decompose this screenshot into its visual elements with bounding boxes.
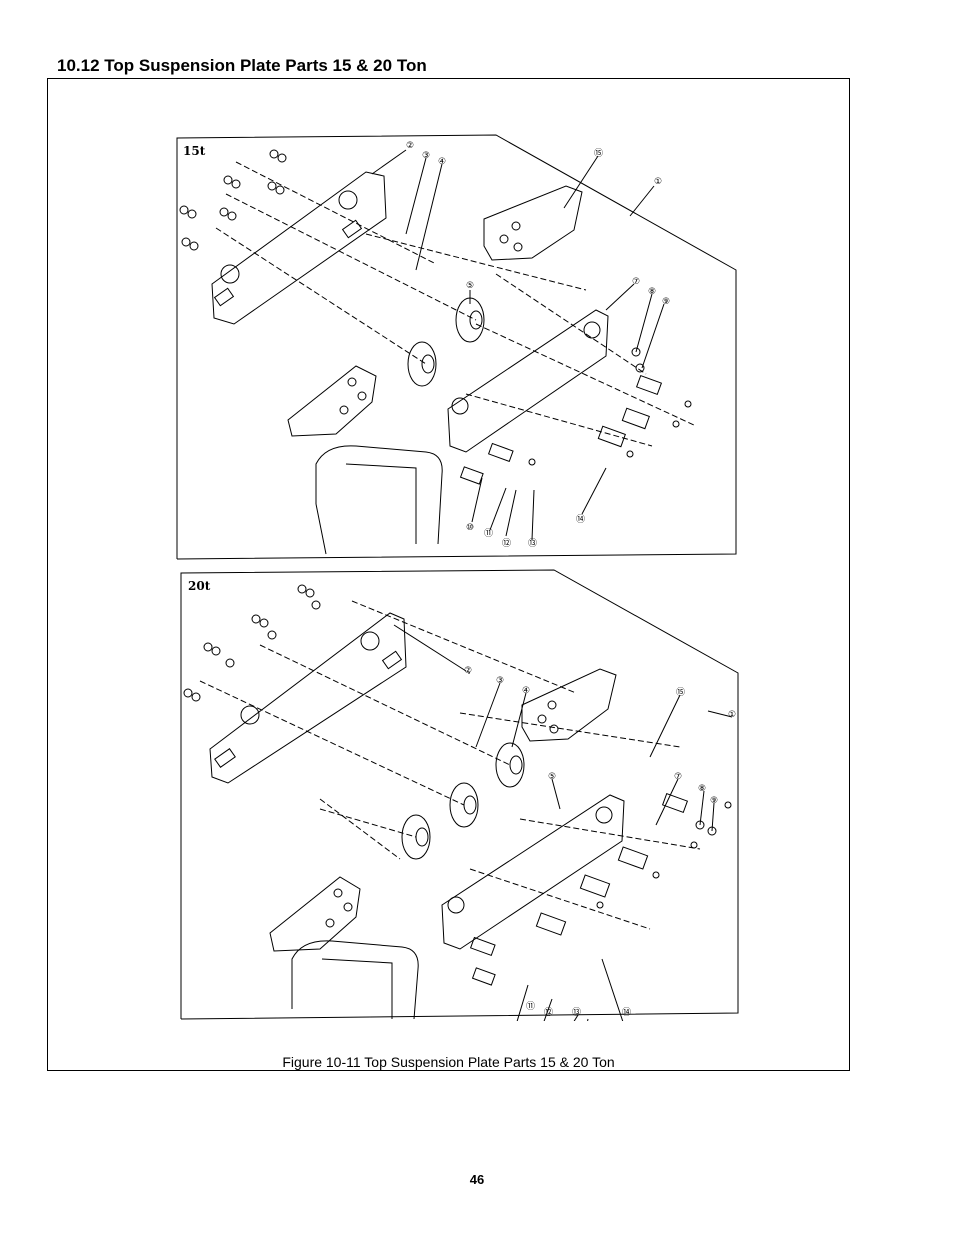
callout-15: ⑮: [594, 148, 603, 159]
callout-10: ⑩: [466, 523, 474, 533]
callout-1: ①: [654, 177, 662, 187]
figure-tag: 20t: [188, 579, 211, 593]
figure-frame: 15t ① ② ③ ④ ⑤ ⑦ ⑧ ⑨ ⑩ ⑪ ⑫ ⑬ ⑭ ⑮: [47, 78, 850, 1071]
callout-15: ⑮: [676, 687, 685, 698]
callout-14: ⑭: [622, 1007, 631, 1018]
page-number: 46: [469, 1172, 485, 1187]
callout-12: ⑫: [544, 1007, 553, 1018]
callout-7: ⑦: [632, 277, 640, 287]
section-title: 10.12 Top Suspension Plate Parts 15 & 20…: [57, 56, 427, 75]
callout-13: ⑬: [528, 538, 537, 549]
callout-2: ②: [406, 141, 414, 151]
callout-9: ⑨: [710, 796, 718, 806]
callout-9: ⑨: [662, 297, 670, 307]
exploded-view-20t: 20t ① ② ③ ④ ⑤ ⑦ ⑧ ⑨ ⑩ ⑪ ⑫ ⑬ ⑭ ⑮: [180, 569, 739, 1021]
callout-7: ⑦: [674, 772, 682, 782]
callout-14: ⑭: [576, 514, 585, 525]
callout-8: ⑧: [698, 784, 706, 794]
figure-tag: 15t: [183, 144, 206, 158]
callout-2: ②: [464, 666, 472, 676]
callout-13: ⑬: [572, 1007, 581, 1018]
callout-11: ⑪: [484, 528, 493, 539]
callout-1: ①: [728, 710, 736, 720]
callout-3: ③: [422, 151, 430, 161]
drawing-20-ton: 20t ① ② ③ ④ ⑤ ⑦ ⑧ ⑨ ⑩ ⑪ ⑫ ⑬ ⑭ ⑮: [180, 569, 740, 1021]
callout-8: ⑧: [648, 287, 656, 297]
figure-caption: Figure 10-11 Top Suspension Plate Parts …: [282, 1054, 615, 1070]
drawing-15-ton: 15t ① ② ③ ④ ⑤ ⑦ ⑧ ⑨ ⑩ ⑪ ⑫ ⑬ ⑭ ⑮: [176, 134, 740, 560]
callout-4: ④: [438, 157, 446, 167]
callout-3: ③: [496, 676, 504, 686]
callout-11: ⑪: [526, 1001, 535, 1012]
callout-12: ⑫: [502, 538, 511, 549]
callout-5: ⑤: [548, 772, 556, 782]
exploded-view-15t: 15t ① ② ③ ④ ⑤ ⑦ ⑧ ⑨ ⑩ ⑪ ⑫ ⑬ ⑭ ⑮: [176, 134, 737, 560]
callout-4: ④: [522, 686, 530, 696]
callout-5: ⑤: [466, 281, 474, 291]
